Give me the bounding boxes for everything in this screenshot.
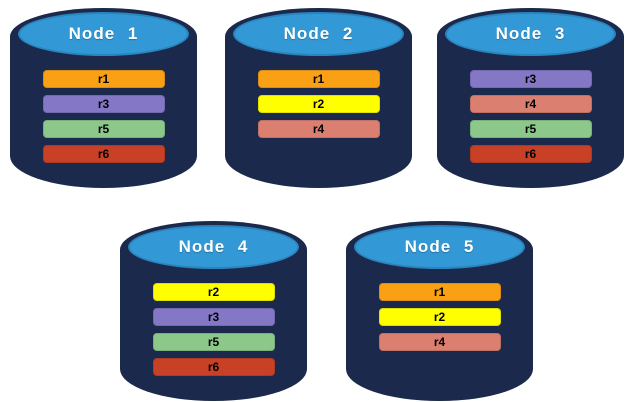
- database-icon: Node 2: [233, 12, 404, 56]
- database-node-3: Node 3 r3 r4 r5 r6: [437, 8, 624, 188]
- replica-bar-r1: r1: [42, 70, 165, 88]
- node-label: Node 1: [68, 24, 139, 43]
- database-icon: Node 3: [445, 12, 616, 56]
- node-label: Node 4: [178, 237, 249, 256]
- replica-list: r1 r3 r5 r6: [42, 70, 165, 163]
- replica-bar-r6: r6: [469, 145, 592, 163]
- cylinder-top: Node 2: [225, 8, 412, 65]
- cylinder-top: Node 5: [346, 221, 533, 278]
- replica-bar-r4: r4: [257, 120, 380, 138]
- database-icon: Node 5: [354, 225, 525, 269]
- database-node-2: Node 2 r1 r2 r4: [225, 8, 412, 188]
- replica-bar-r5: r5: [152, 333, 275, 351]
- node-label: Node 3: [495, 24, 566, 43]
- replica-bar-r4: r4: [469, 95, 592, 113]
- replica-bar-r6: r6: [42, 145, 165, 163]
- replica-bar-r1: r1: [257, 70, 380, 88]
- replica-list: r2 r3 r5 r6: [152, 283, 275, 376]
- replica-bar-r2: r2: [257, 95, 380, 113]
- replica-bar-r3: r3: [469, 70, 592, 88]
- node-label: Node 2: [283, 24, 354, 43]
- database-icon: Node 1: [18, 12, 189, 56]
- replica-list: r3 r4 r5 r6: [469, 70, 592, 163]
- node-label: Node 5: [404, 237, 475, 256]
- cylinder-top: Node 1: [10, 8, 197, 65]
- replica-list: r1 r2 r4: [378, 283, 501, 351]
- replica-bar-r1: r1: [378, 283, 501, 301]
- replica-bar-r3: r3: [152, 308, 275, 326]
- database-node-5: Node 5 r1 r2 r4: [346, 221, 533, 401]
- replica-bar-r6: r6: [152, 358, 275, 376]
- replica-bar-r5: r5: [469, 120, 592, 138]
- replica-bar-r4: r4: [378, 333, 501, 351]
- replica-bar-r3: r3: [42, 95, 165, 113]
- replica-bar-r2: r2: [152, 283, 275, 301]
- cylinder-top: Node 3: [437, 8, 624, 65]
- cylinder-top: Node 4: [120, 221, 307, 278]
- database-icon: Node 4: [128, 225, 299, 269]
- replica-bar-r5: r5: [42, 120, 165, 138]
- replica-bar-r2: r2: [378, 308, 501, 326]
- database-node-4: Node 4 r2 r3 r5 r6: [120, 221, 307, 401]
- replica-list: r1 r2 r4: [257, 70, 380, 138]
- database-node-1: Node 1 r1 r3 r5 r6: [10, 8, 197, 188]
